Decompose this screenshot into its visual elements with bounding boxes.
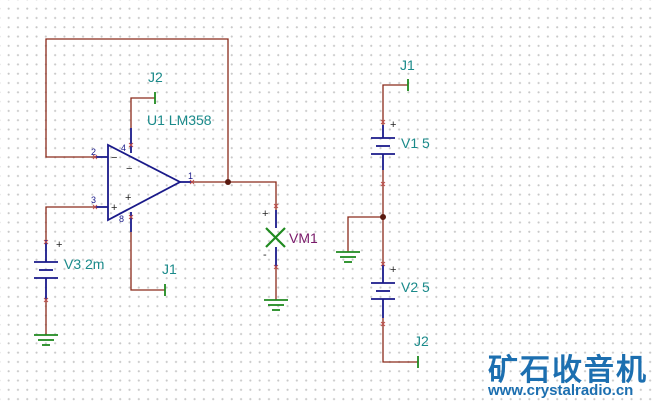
u1-vcc-wire[interactable] [130, 92, 156, 128]
opamp-u1[interactable]: 2 3 1 4 8 − + − + [91, 128, 193, 232]
jumper-j2-top: J2 [148, 69, 163, 85]
output-junction [225, 179, 231, 185]
watermark-name: 矿石收音机 [488, 353, 648, 388]
v3-label: V3 2m [64, 256, 104, 272]
vm1-minus-sign: - [263, 249, 267, 261]
v3-plus-sign: + [56, 239, 62, 251]
vm1-label: VM1 [289, 230, 318, 246]
vm1-plus-sign: + [262, 208, 268, 220]
pin-1-label: 1 [188, 171, 193, 181]
jumper-j1-left: J1 [162, 261, 177, 277]
pin-3-label: 3 [91, 195, 96, 205]
opamp-vcc-plus: + [125, 192, 131, 204]
u1-label: U1 LM358 [147, 112, 212, 128]
ground-vm1 [264, 299, 288, 311]
watermark-url: www.crystalradio.cn [488, 382, 634, 399]
pin-markers [43, 119, 386, 327]
source-v2[interactable] [371, 265, 395, 318]
u1-vee-wire[interactable] [130, 232, 166, 296]
pin-2-label: 2 [91, 147, 96, 157]
opamp-vcc-minus: − [126, 163, 132, 175]
opamp-plus-sign: + [111, 202, 117, 214]
input-wire[interactable] [45, 206, 95, 240]
midpoint-junction [380, 214, 386, 220]
voltmeter-vm1[interactable] [265, 210, 286, 300]
opamp-minus-sign: − [111, 152, 117, 164]
v1-plus-sign: + [390, 119, 396, 131]
source-v3[interactable] [34, 240, 58, 335]
source-v1[interactable] [371, 125, 395, 170]
supply-bottom-wire[interactable] [382, 318, 419, 368]
feedback-wire[interactable] [45, 38, 229, 182]
v2-plus-sign: + [390, 264, 396, 276]
v2-label: V2 5 [401, 279, 430, 295]
pin-4-label: 4 [121, 143, 126, 153]
output-wire[interactable] [192, 179, 277, 210]
jumper-j1-right: J1 [400, 57, 415, 73]
ground-midpoint [336, 251, 360, 263]
jumper-j2-right: J2 [414, 333, 429, 349]
midpoint-wire[interactable] [347, 170, 386, 265]
ground-v3 [34, 334, 58, 346]
supply-top-wire[interactable] [382, 79, 409, 125]
pin-8-label: 8 [119, 214, 124, 224]
v1-label: V1 5 [401, 135, 430, 151]
